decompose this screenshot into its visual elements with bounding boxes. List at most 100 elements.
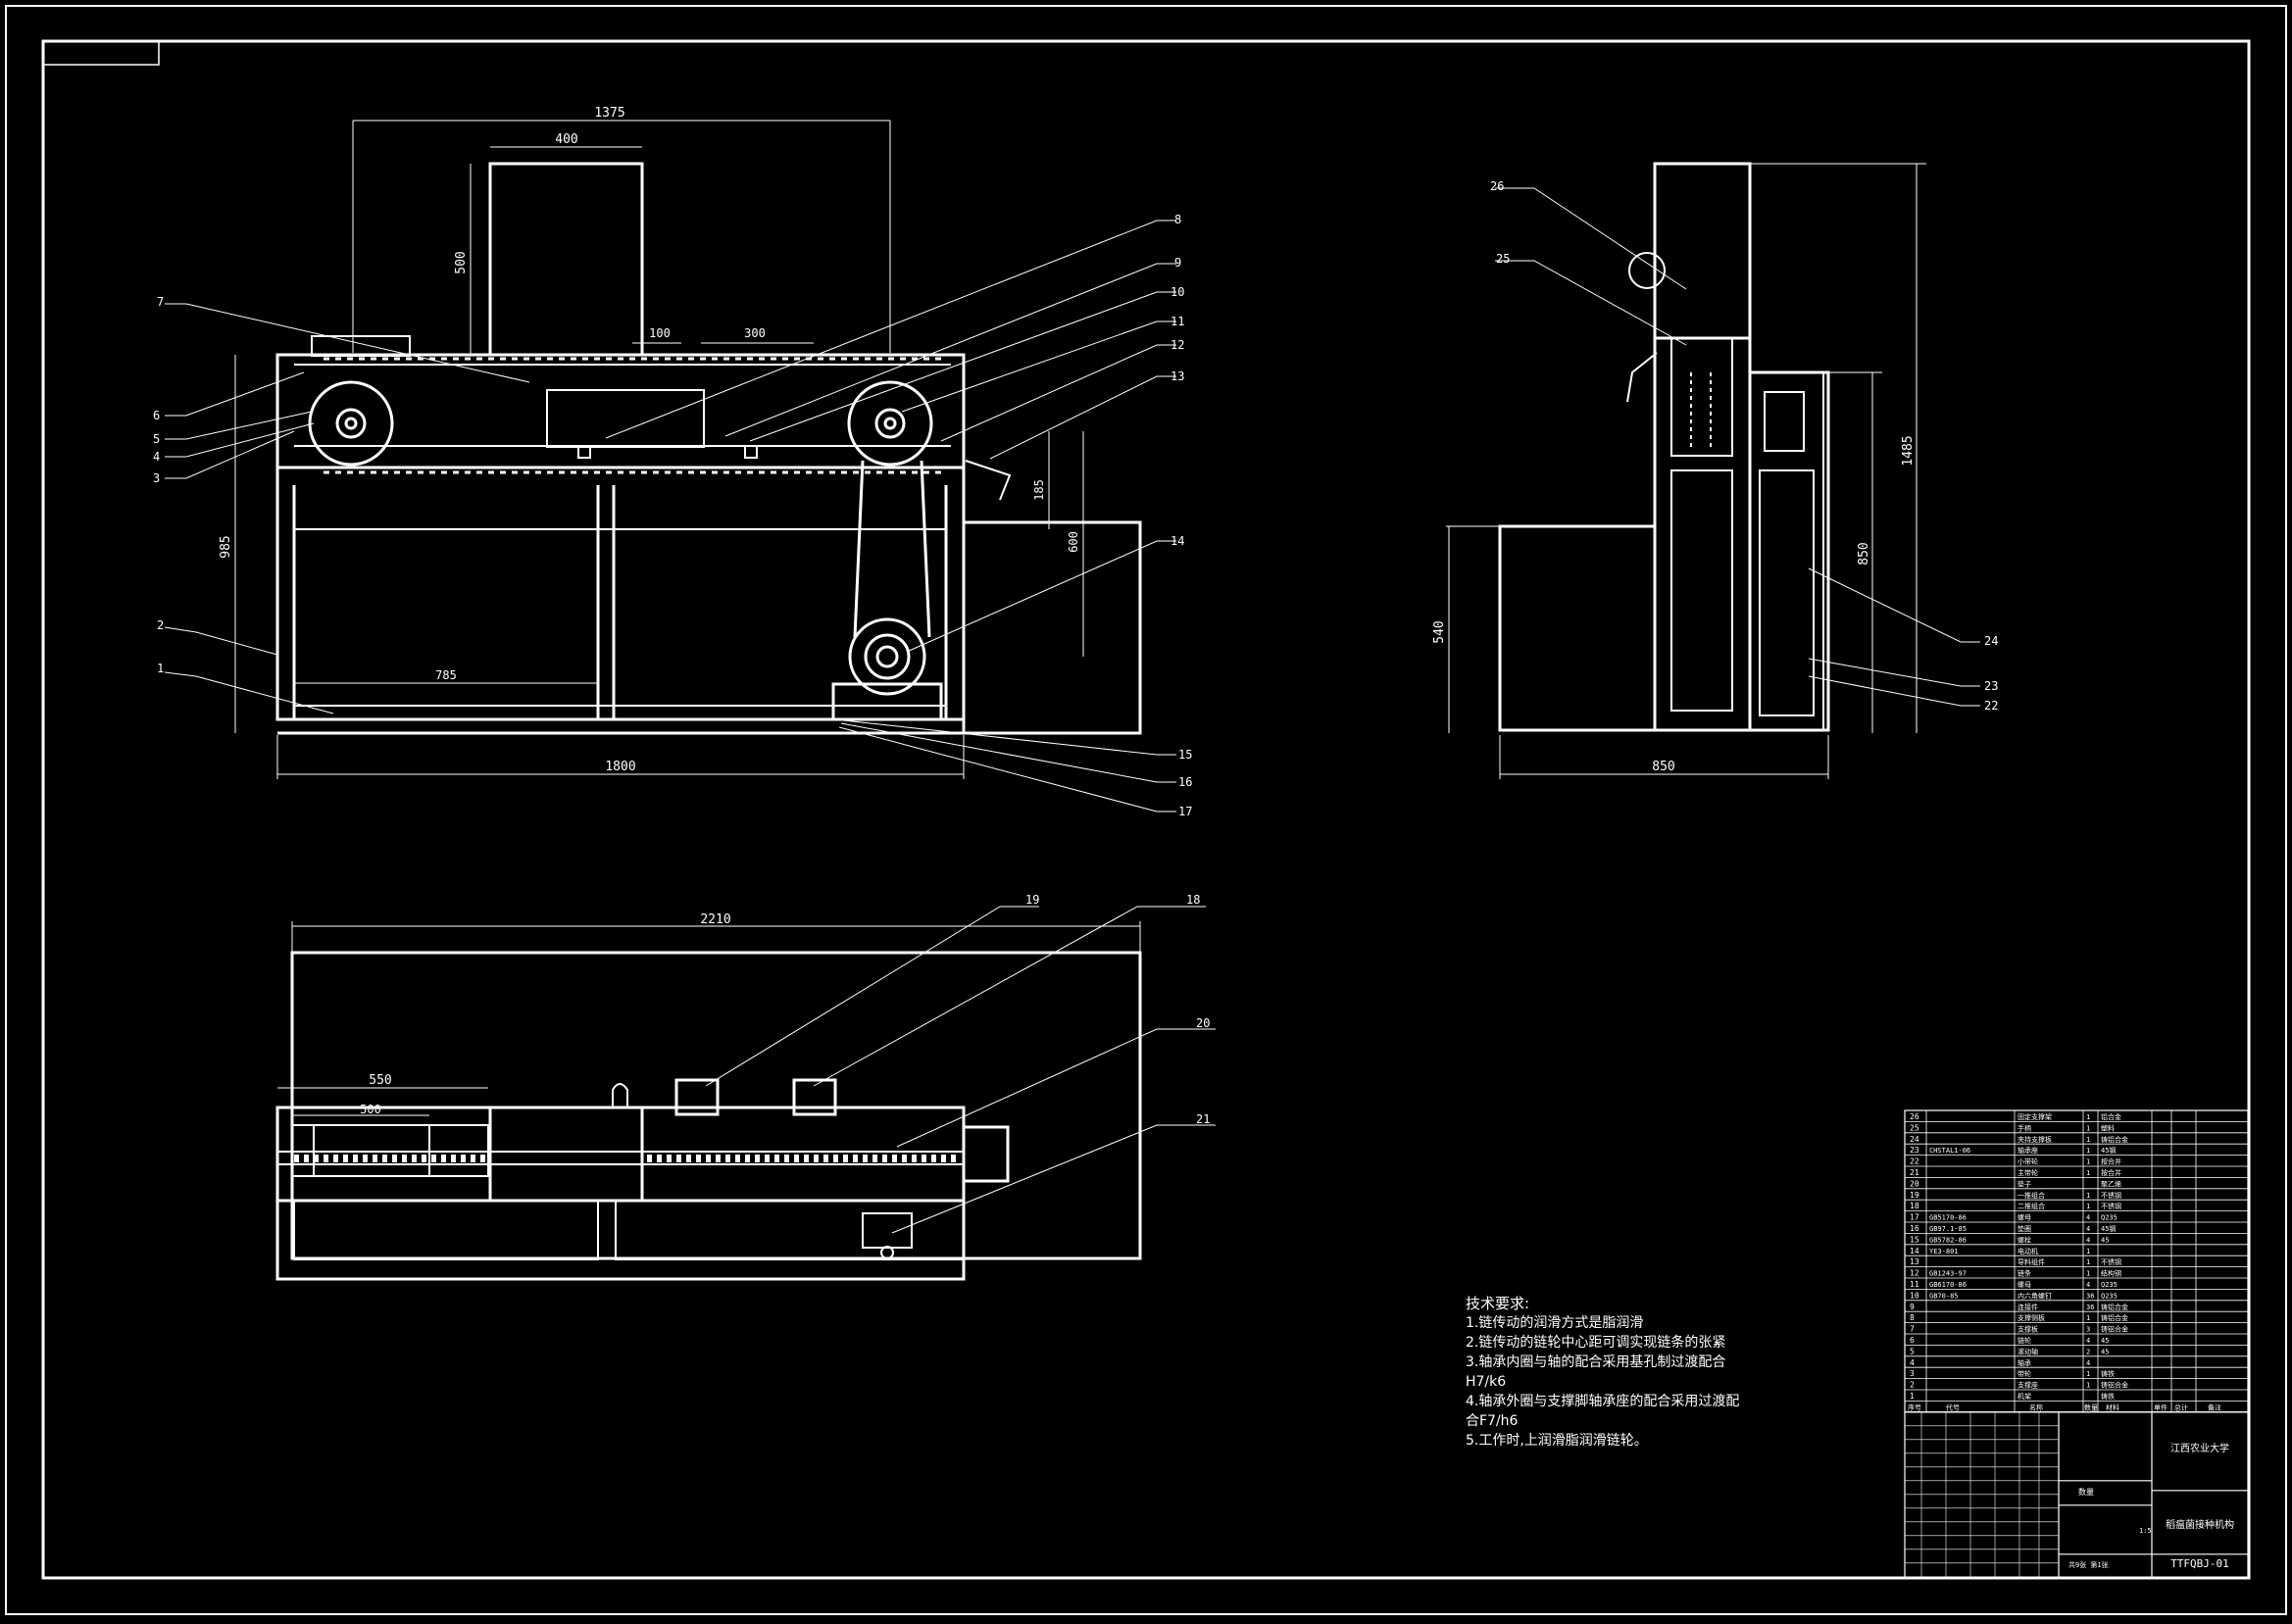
part-name: 支撑侧板 <box>2018 1313 2045 1322</box>
part-code: CHSTAL1-06 <box>1929 1147 1970 1155</box>
part-code: GB97.1-85 <box>1929 1225 1967 1233</box>
part-no: 11 <box>1910 1280 1919 1289</box>
front-leaders <box>164 220 1176 812</box>
callout-5: 5 <box>153 432 160 446</box>
part-material: Q235 <box>2101 1292 2118 1300</box>
callout-20: 20 <box>1196 1016 1210 1030</box>
part-no: 12 <box>1910 1269 1919 1278</box>
part-name: 链条 <box>2018 1269 2031 1278</box>
part-qty: 1 <box>2086 1124 2090 1132</box>
callout-2: 2 <box>157 618 164 632</box>
part-material: 铸铁 <box>2101 1369 2115 1378</box>
part-qty: 1 <box>2086 1192 2090 1200</box>
part-qty: 4 <box>2086 1337 2090 1345</box>
callout-26: 26 <box>1490 179 1504 193</box>
dim-785: 785 <box>435 668 457 682</box>
part-qty: 4 <box>2086 1236 2090 1244</box>
part-qty: 4 <box>2086 1214 2090 1222</box>
part-name: 垫圈 <box>2018 1224 2031 1233</box>
part-no: 6 <box>1910 1336 1915 1345</box>
dim-850-horizontal: 850 <box>1652 760 1674 774</box>
dim-300: 300 <box>744 326 766 340</box>
part-qty: 1 <box>2086 1382 2090 1390</box>
front-view <box>275 162 1142 735</box>
part-material: Q235 <box>2101 1214 2118 1222</box>
part-no: 4 <box>1910 1358 1915 1367</box>
part-no: 23 <box>1910 1146 1919 1155</box>
callout-10: 10 <box>1171 285 1184 299</box>
part-name: 电动机 <box>2018 1247 2038 1255</box>
corner-box <box>42 40 160 66</box>
dim-185: 185 <box>1032 479 1046 501</box>
drawing-frame <box>41 39 2251 1580</box>
part-qty: 1 <box>2086 1158 2090 1166</box>
part-no: 1 <box>1910 1392 1915 1401</box>
side-leaders <box>1495 187 1980 707</box>
callout-19: 19 <box>1025 893 1039 907</box>
part-no: 26 <box>1910 1112 1919 1121</box>
sheet-info: 共9张 第1张 <box>2068 1560 2109 1569</box>
part-no: 13 <box>1910 1257 1919 1266</box>
part-no: 5 <box>1910 1347 1915 1355</box>
part-name: 带轮 <box>2018 1369 2031 1378</box>
part-name: 螺母 <box>2018 1280 2031 1289</box>
part-qty: 3 <box>2086 1326 2090 1334</box>
part-material: 按合并 <box>2101 1168 2121 1177</box>
parts-header-label: 材料 <box>2106 1403 2119 1411</box>
part-material: Q235 <box>2101 1281 2118 1289</box>
title-block-frame <box>1904 1411 2249 1579</box>
part-material: 塑料 <box>2101 1123 2115 1132</box>
callout-6: 6 <box>153 409 160 422</box>
callout-4: 4 <box>153 450 160 464</box>
dim-500: 500 <box>454 251 469 273</box>
callout-25: 25 <box>1496 252 1510 266</box>
part-name: 主带轮 <box>2018 1168 2038 1177</box>
dim-550: 550 <box>369 1073 391 1088</box>
dim-850-vertical: 850 <box>1857 542 1871 565</box>
top-callout-labels: 19 18 20 21 <box>1025 893 1210 1126</box>
part-no: 2 <box>1910 1381 1915 1390</box>
part-name: 轴承 <box>2018 1358 2031 1367</box>
parts-header-label: 代号 <box>1946 1403 1960 1411</box>
part-material: 不锈钢 <box>2101 1202 2121 1210</box>
part-name: 夹持支撑板 <box>2018 1135 2052 1144</box>
top-view <box>275 951 1142 1281</box>
callout-8: 8 <box>1174 213 1181 226</box>
parts-list-frame <box>1904 1109 2249 1413</box>
part-qty: 36 <box>2086 1304 2094 1311</box>
parts-header-label: 数量 <box>2084 1403 2098 1411</box>
part-qty: 4 <box>2086 1359 2090 1367</box>
part-name: 机架 <box>2018 1392 2031 1401</box>
part-code: GB70-85 <box>1929 1292 1959 1300</box>
part-code: GB5170-86 <box>1929 1214 1967 1222</box>
callout-13: 13 <box>1171 369 1184 383</box>
dim-985: 985 <box>219 535 233 558</box>
part-no: 24 <box>1910 1135 1919 1144</box>
callout-9: 9 <box>1174 256 1181 270</box>
part-name: 支撑板 <box>2018 1325 2038 1334</box>
dim-2210: 2210 <box>700 912 730 927</box>
front-callout-labels: 1 2 3 4 5 6 7 8 9 10 11 12 13 14 15 16 1… <box>153 213 1192 818</box>
callout-11: 11 <box>1171 315 1184 328</box>
part-no: 10 <box>1910 1291 1919 1300</box>
part-material: 按合并 <box>2101 1157 2121 1166</box>
part-material: 铝合金 <box>2101 1112 2121 1121</box>
top-dimension-labels: 2210 550 500 <box>360 912 731 1116</box>
callout-17: 17 <box>1178 805 1192 818</box>
part-no: 19 <box>1910 1191 1919 1200</box>
part-qty: 4 <box>2086 1281 2090 1289</box>
part-no: 18 <box>1910 1202 1919 1210</box>
part-material: 铸铝合金 <box>2101 1313 2128 1322</box>
part-material: 45钢 <box>2101 1146 2116 1155</box>
part-qty: 1 <box>2086 1169 2090 1177</box>
parts-header-label: 名称 <box>2029 1403 2043 1411</box>
part-material: 铸铝合金 <box>2101 1135 2128 1144</box>
part-name: 螺母 <box>2018 1213 2031 1222</box>
part-material: 45 <box>2101 1236 2109 1244</box>
note-line: 合F7/h6 <box>1466 1413 1519 1429</box>
front-dimensions <box>234 120 1084 779</box>
part-name: 轴承座 <box>2018 1146 2038 1155</box>
note-line: 5.工作时,上润滑脂润滑链轮。 <box>1466 1433 1648 1449</box>
